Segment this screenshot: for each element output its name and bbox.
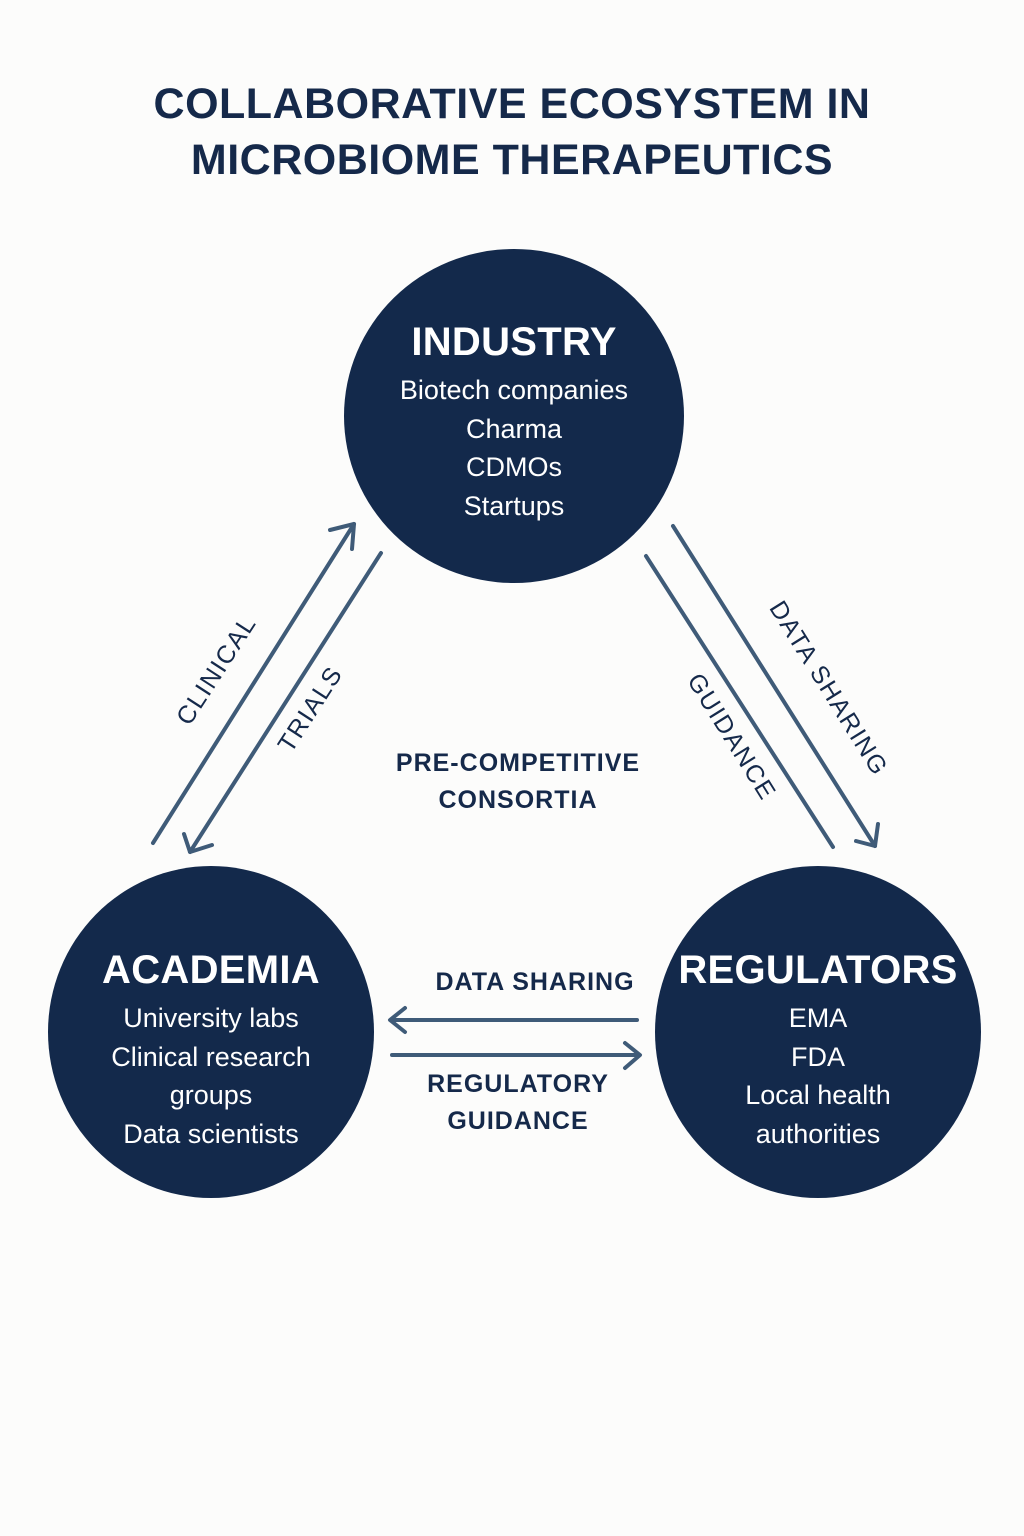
arrowhead-academia-left — [388, 1006, 407, 1034]
node-regulators: REGULATORS EMA FDA Local health authorit… — [655, 866, 981, 1198]
arrow-academia-to-industry — [151, 522, 356, 845]
node-industry-item: Biotech companies — [399, 375, 629, 405]
node-academia-item: Clinical research — [111, 1041, 311, 1072]
node-regulators-item: Local health — [745, 1080, 891, 1110]
node-industry: INDUSTRY Biotech companies Charma CDMOs … — [344, 249, 684, 583]
node-academia: ACADEMIA University labs Clinical resear… — [48, 866, 374, 1198]
node-regulators-item: authorities — [755, 1118, 881, 1149]
node-regulators-item: FDA — [791, 1041, 845, 1072]
node-industry-item: CDMOs — [466, 452, 562, 482]
center-label: PRE-COMPETITIVE CONSORTIA — [348, 745, 688, 819]
arrowhead-industry-upper-left — [328, 522, 356, 551]
label-regulatory-guidance: REGULATORY GUIDANCE — [380, 1066, 656, 1140]
node-academia-item: groups — [169, 1080, 253, 1110]
arrowhead-regulators-right — [623, 1041, 642, 1070]
label-data-sharing-horizontal: DATA SHARING — [435, 968, 635, 996]
arrowhead-academia — [182, 832, 214, 854]
line-guidance — [644, 554, 835, 849]
title-line-1: COLLABORATIVE ECOSYSTEM IN — [153, 80, 871, 128]
node-academia-item: Data scientists — [123, 1118, 299, 1149]
node-regulators-item: EMA — [788, 1003, 848, 1033]
node-industry-item: Charma — [465, 413, 563, 444]
title-line-2: MICROBIOME THERAPEUTICS — [190, 136, 834, 184]
arrow-industry-to-regulators — [671, 524, 877, 848]
node-academia-item: University labs — [123, 1003, 299, 1033]
center-label-line-2: CONSORTIA — [438, 786, 598, 814]
label-regulatory-guidance-line-1: REGULATORY — [427, 1070, 609, 1098]
arrowhead-regulators — [854, 822, 880, 848]
center-label-line-1: PRE-COMPETITIVE — [395, 749, 641, 777]
node-industry-item: Startups — [463, 490, 565, 521]
node-academia-heading: ACADEMIA — [102, 948, 320, 992]
node-industry-heading: INDUSTRY — [411, 320, 617, 364]
arrow-industry-to-academia — [188, 551, 383, 854]
label-regulatory-guidance-line-2: GUIDANCE — [447, 1107, 589, 1135]
diagram-title: COLLABORATIVE ECOSYSTEM IN MICROBIOME TH… — [0, 76, 1024, 188]
node-regulators-heading: REGULATORS — [678, 948, 958, 992]
